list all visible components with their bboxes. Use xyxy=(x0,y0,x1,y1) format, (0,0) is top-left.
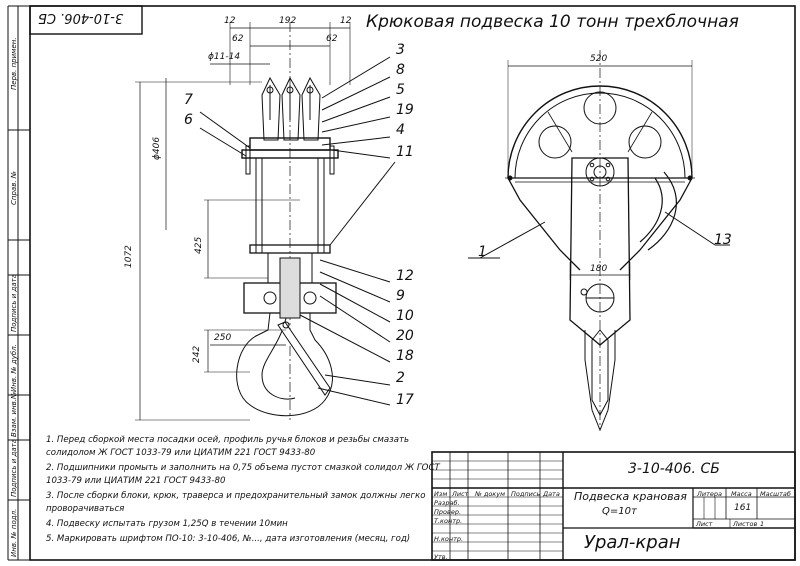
dim-192: 192 xyxy=(279,16,297,26)
tb-row-nkontr: Н.контр. xyxy=(434,535,464,543)
dim-12-right: 12 xyxy=(340,16,352,26)
callout-10: 10 xyxy=(396,308,414,324)
side-view xyxy=(468,50,730,432)
dim-62-right: 62 xyxy=(326,34,338,44)
title-block-name-1: Подвеска крановая xyxy=(574,490,687,503)
tb-row-utv: Утв. xyxy=(434,553,448,561)
tb-head-masshtab: Масштаб xyxy=(760,490,791,498)
dim-425: 425 xyxy=(194,236,204,254)
note-line-4: 1033-79 или ЦИАТИМ 221 ГОСТ 9433-80 xyxy=(46,476,226,486)
note-line-8: 5. Маркировать шрифтом ПО-10: 3-10-406, … xyxy=(46,534,411,544)
tb-listov-label: Листов xyxy=(733,520,758,528)
tb-listov-value: 1 xyxy=(760,520,765,528)
note-line-6: проворачиваться xyxy=(46,504,125,514)
strip-label-perv-primen: Перв. примен. xyxy=(10,37,18,90)
dim-phi11-14: ϕ11-14 xyxy=(208,52,241,62)
callout-12: 12 xyxy=(396,268,414,284)
dim-242: 242 xyxy=(192,345,202,363)
callout-3: 3 xyxy=(396,42,405,58)
tb-col-izm: Изм xyxy=(434,490,448,498)
title-block-lines xyxy=(431,451,796,561)
strip-label-inv-podl: Инв. № подл. xyxy=(10,508,18,557)
note-line-2: солидолом Ж ГОСТ 1033-79 или ЦИАТИМ 221 … xyxy=(46,448,316,458)
dim-62-left: 62 xyxy=(232,34,244,44)
callout-20: 20 xyxy=(396,328,414,344)
callout-17: 17 xyxy=(396,392,414,408)
note-line-1: 1. Перед сборкой места посадки осей, про… xyxy=(46,435,410,445)
tb-row-prover: Провер. xyxy=(434,508,462,516)
tb-head-massa: Масса xyxy=(731,490,752,498)
callout-2: 2 xyxy=(396,370,405,386)
title-block-company: Урал-кран xyxy=(584,532,681,553)
dim-250: 250 xyxy=(214,333,232,343)
strip-label-vzam-inv: Взам. инв.№ xyxy=(10,391,18,437)
callout-8: 8 xyxy=(396,62,405,78)
tb-col-list: Лист xyxy=(452,490,469,498)
callout-5: 5 xyxy=(396,82,405,98)
drawing-title: Крюковая подвеска 10 тонн трехблочная xyxy=(366,12,739,32)
note-line-7: 4. Подвеску испытать грузом 1,25Q в тече… xyxy=(46,519,288,529)
tb-list-label: Лист xyxy=(696,520,713,528)
tb-col-date: Дата xyxy=(543,490,560,498)
strip-label-podpis-1: Подпись и дата xyxy=(10,274,18,332)
strip-label-sprav: Справ. № xyxy=(10,170,18,205)
callout-7: 7 xyxy=(184,92,193,108)
tb-col-sign: Подпись xyxy=(511,490,541,498)
tb-head-litera: Литера xyxy=(697,490,723,498)
dim-180: 180 xyxy=(590,264,608,274)
tb-row-tkontr: Т.контр. xyxy=(434,517,463,525)
strip-label-podpis-2: Подпись и дата xyxy=(10,439,18,497)
strip-label-inv-dubl: Инв. № дубл. xyxy=(10,344,18,392)
tb-col-doc: № докум xyxy=(475,490,505,498)
callout-6: 6 xyxy=(184,112,193,128)
dim-phi406: ϕ406 xyxy=(152,136,162,160)
front-view xyxy=(135,22,396,421)
note-line-5: 3. После сборки блоки, крюк, траверса и … xyxy=(46,491,426,501)
dim-12-left: 12 xyxy=(224,16,236,26)
dim-1072: 1072 xyxy=(124,245,134,268)
note-line-3: 2. Подшипники промыть и заполнить на 0,7… xyxy=(46,463,440,473)
tb-massa-value: 161 xyxy=(734,503,752,513)
tb-row-razrab: Разраб. xyxy=(434,499,460,507)
callout-4: 4 xyxy=(396,122,405,138)
callout-11: 11 xyxy=(396,144,414,160)
stamp-code-top: 3-10-406. СБ xyxy=(38,10,124,25)
dim-520: 520 xyxy=(590,54,608,64)
callout-18: 18 xyxy=(396,348,414,364)
title-block-name-2: Q=10т xyxy=(602,506,637,517)
callout-19: 19 xyxy=(396,102,414,118)
title-block-code: 3-10-406. СБ xyxy=(628,461,720,477)
callout-1: 1 xyxy=(478,244,487,260)
callout-13: 13 xyxy=(714,232,732,248)
callout-9: 9 xyxy=(396,288,405,304)
